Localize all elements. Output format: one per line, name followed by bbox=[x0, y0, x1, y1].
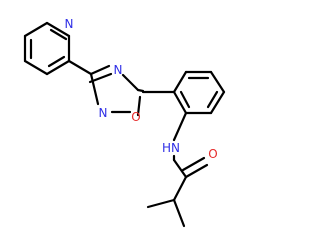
bond bbox=[172, 198, 186, 228]
bond bbox=[121, 73, 140, 92]
atom-labels: N N N O HN O bbox=[65, 17, 218, 161]
structure-diagram: N N N O HN O bbox=[23, 17, 226, 228]
oxadiazole-oxygen-label: O bbox=[131, 110, 140, 124]
bond bbox=[172, 175, 188, 202]
bond bbox=[206, 90, 219, 109]
bond bbox=[209, 70, 226, 94]
oxadiazole-nitrogen-left-label: N bbox=[99, 106, 108, 120]
oxadiazole-nitrogen-top-label: N bbox=[114, 63, 123, 77]
carbonyl-oxygen-label: O bbox=[208, 147, 217, 161]
bond bbox=[172, 70, 188, 94]
bond bbox=[179, 90, 191, 109]
bond bbox=[136, 95, 142, 117]
bond bbox=[23, 21, 49, 38]
bond bbox=[23, 59, 49, 76]
bond bbox=[89, 64, 111, 76]
bond bbox=[172, 90, 188, 115]
bond bbox=[49, 28, 68, 41]
bond bbox=[89, 72, 100, 106]
bond bbox=[67, 59, 93, 76]
bond bbox=[45, 21, 71, 38]
bond bbox=[181, 156, 206, 172]
amide-nh-label: HN bbox=[162, 141, 180, 155]
bond bbox=[136, 88, 145, 93]
bond bbox=[209, 90, 226, 115]
bond bbox=[47, 55, 66, 68]
bond bbox=[45, 59, 71, 76]
bond bbox=[184, 163, 209, 179]
pyridine-nitrogen-label: N bbox=[65, 17, 74, 31]
bond bbox=[146, 198, 176, 209]
bond bbox=[172, 111, 188, 142]
bond bbox=[172, 158, 188, 179]
bonds bbox=[23, 21, 226, 228]
